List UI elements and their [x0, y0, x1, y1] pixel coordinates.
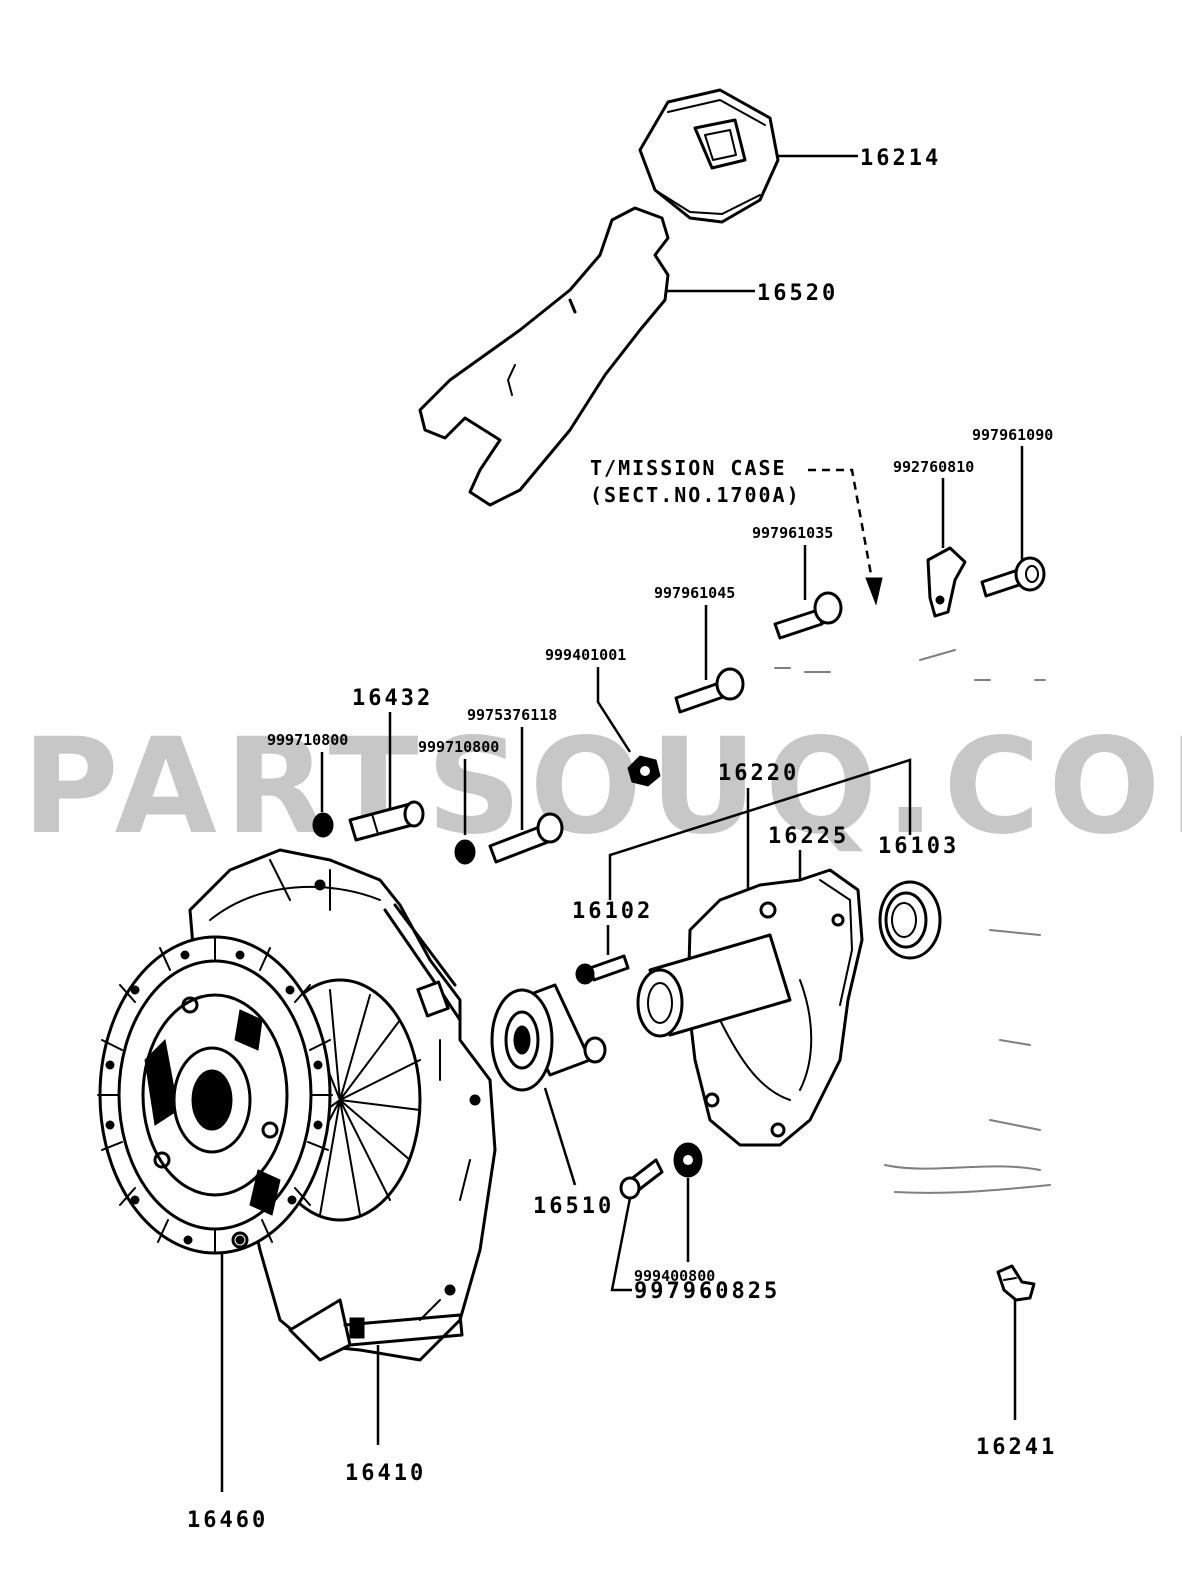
label-997960825: 997960825	[634, 1279, 780, 1304]
label-16432: 16432	[352, 686, 433, 711]
note-leader-arrow-icon	[865, 577, 883, 606]
part-999401001-nut-drawing	[627, 755, 661, 787]
part-16510-release-bearing-drawing	[490, 983, 607, 1092]
part-16220-bearing-retainer-drawing	[636, 868, 864, 1147]
label-999710800-right: 999710800	[418, 738, 499, 756]
part-999710800-washer-right	[454, 839, 476, 865]
leader-16103-group-bracket	[608, 758, 912, 900]
note-leader-dashed	[808, 468, 874, 581]
part-997961090-bolt-drawing	[980, 556, 1046, 598]
part-992760810-clip-drawing	[926, 546, 967, 618]
part-16241-clip-drawing	[996, 1264, 1036, 1302]
label-16241: 16241	[976, 1435, 1057, 1460]
label-16214: 16214	[860, 146, 941, 171]
part-16520-release-fork-drawing	[418, 206, 670, 507]
leader-997960825	[610, 1197, 632, 1292]
part-997960825-bolt-drawing	[619, 1158, 664, 1200]
label-9975376118: 9975376118	[467, 706, 557, 724]
part-16460-clutch-disc-drawing	[97, 935, 333, 1255]
part-16214-pad-drawing	[638, 88, 780, 224]
note-transmission-case: T/MISSION CASE	[590, 456, 787, 480]
label-992760810: 992760810	[893, 458, 974, 476]
label-16102: 16102	[572, 899, 653, 924]
label-999401001: 999401001	[545, 646, 626, 664]
part-997961035-bolt-drawing	[773, 591, 843, 640]
label-999710800-left: 999710800	[267, 731, 348, 749]
watermark-text: PARTSOUQ.COM	[22, 710, 1182, 864]
label-997961090: 997961090	[972, 426, 1053, 444]
part-999400800-washer-hole	[683, 1155, 693, 1165]
part-9975376118-bolt-drawing	[488, 812, 564, 864]
label-997961035: 997961035	[752, 524, 833, 542]
label-997961045: 997961045	[654, 584, 735, 602]
part-997961045-bolt-drawing	[674, 667, 745, 714]
note-section-number: (SECT.NO.1700A)	[590, 483, 801, 507]
label-16520: 16520	[757, 281, 838, 306]
label-16220: 16220	[718, 761, 799, 786]
part-16102-bolt-drawing	[575, 954, 630, 985]
transmission-case-faint-outline	[774, 649, 1051, 1194]
label-16410: 16410	[345, 1461, 426, 1486]
leader-999401001	[596, 667, 632, 753]
part-16103-oil-seal-drawing	[878, 880, 942, 960]
leader-16510	[543, 1087, 577, 1186]
part-999710800-washer-left	[312, 812, 334, 838]
label-16510: 16510	[533, 1194, 614, 1219]
label-16103: 16103	[878, 834, 959, 859]
label-16225: 16225	[768, 824, 849, 849]
label-999400800: 999400800	[634, 1267, 715, 1285]
label-16460: 16460	[187, 1508, 268, 1533]
part-16432-stud-drawing	[348, 800, 425, 842]
